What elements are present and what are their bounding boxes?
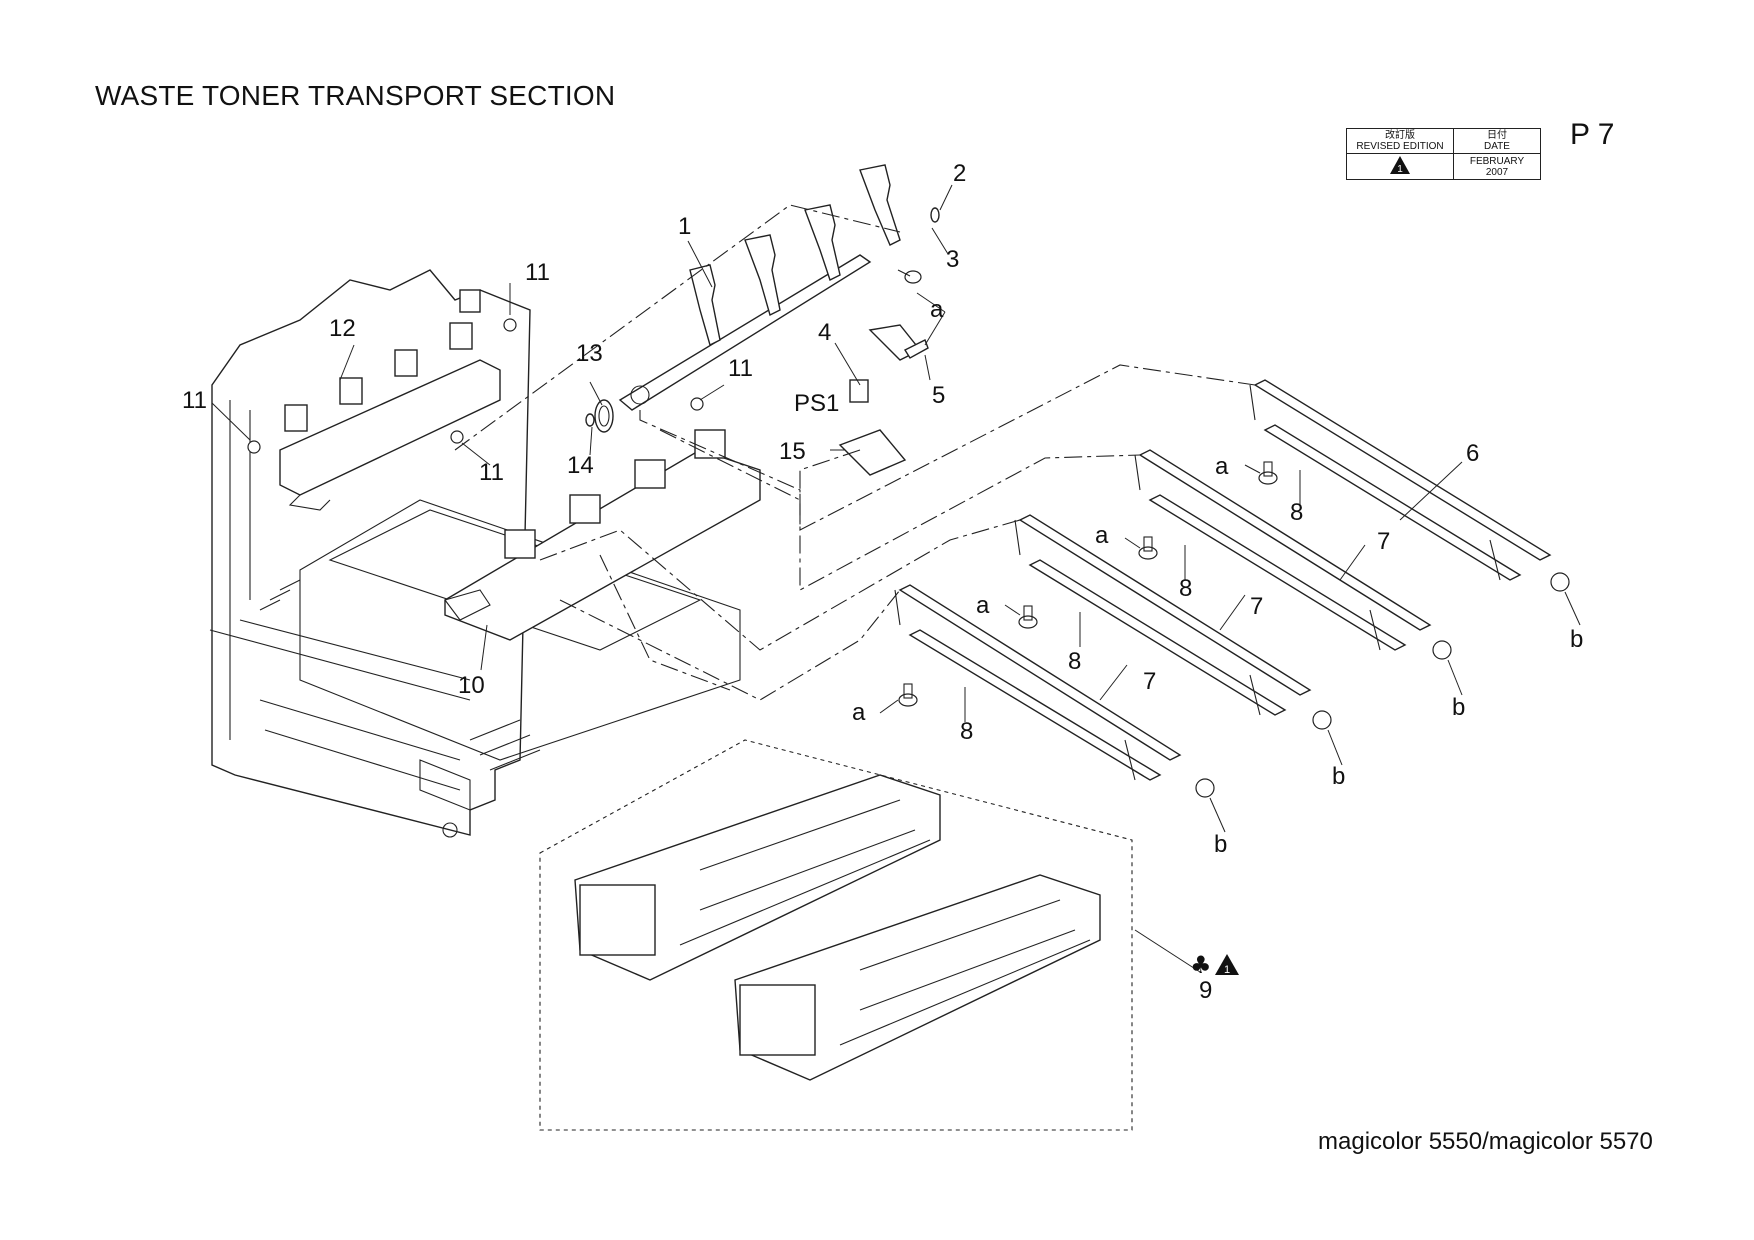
- screw-a-4: [898, 683, 918, 707]
- screw-b-1: [1550, 572, 1570, 592]
- date-month: FEBRUARY: [1469, 155, 1525, 167]
- page-title: WASTE TONER TRANSPORT SECTION: [95, 80, 616, 111]
- callout-5: 5: [932, 382, 945, 409]
- callout-2: 2: [953, 160, 966, 187]
- rail-set-3: [1014, 514, 1312, 716]
- callout-a-2: a: [1095, 522, 1109, 549]
- part-15-sensor-holder: [838, 429, 907, 476]
- revised-edition-en: REVISED EDITION: [1356, 141, 1444, 152]
- part-14-washer: [585, 413, 595, 427]
- screw-b-4: [1195, 778, 1215, 798]
- date-jp: 日付: [1487, 130, 1507, 141]
- callout-8b: 8: [1179, 575, 1192, 602]
- revised-edition-header: 改訂版 REVISED EDITION: [1346, 128, 1454, 154]
- callout-b-1: b: [1570, 626, 1583, 653]
- part-9-waste-toner-bottles: [539, 739, 1133, 1131]
- callout-a-3: a: [976, 592, 990, 619]
- revision-triangle-icon: 1: [1215, 954, 1239, 976]
- screw-b-2: [1432, 640, 1452, 660]
- callout-8d: 8: [960, 718, 973, 745]
- callout-a-4: a: [852, 699, 866, 726]
- date-year: 2007: [1485, 166, 1509, 178]
- callout-11b: 11: [182, 387, 207, 414]
- model-footer: magicolor 5550/magicolor 5570: [1318, 1128, 1653, 1155]
- screw-a-3: [1018, 605, 1038, 629]
- part-5-actuator: [868, 324, 929, 361]
- screw-a-top: [897, 269, 922, 284]
- callout-8c: 8: [1068, 648, 1081, 675]
- part-2-ring: [930, 207, 940, 223]
- revision-table: 改訂版 REVISED EDITION 日付 DATE 1 FEBRUARY 2…: [1346, 128, 1541, 180]
- svg-text:1: 1: [1224, 964, 1230, 976]
- callout-7a: 7: [1377, 528, 1390, 555]
- callout-a-top: a: [930, 296, 944, 323]
- screw-11-c: [450, 430, 464, 444]
- part-13-gear: [594, 399, 614, 433]
- callout-b-3: b: [1332, 763, 1345, 790]
- screw-b-3: [1312, 710, 1332, 730]
- date-header: 日付 DATE: [1453, 128, 1541, 154]
- callout-b-4: b: [1214, 831, 1227, 858]
- callout-4: 4: [818, 319, 831, 346]
- callout-6: 6: [1466, 440, 1479, 467]
- callout-7b: 7: [1250, 593, 1263, 620]
- callout-b-2: b: [1452, 694, 1465, 721]
- callout-7c: 7: [1143, 668, 1156, 695]
- callout-8a: 8: [1290, 499, 1303, 526]
- callout-labels: 1 2 3 4 5 6 7 7 7 8 8 8 8 9 10 11 11 11 …: [182, 160, 1583, 1004]
- rail-set-1: [1249, 379, 1552, 581]
- callout-11a: 11: [525, 259, 550, 286]
- rail-set-2: [1134, 449, 1432, 651]
- screw-11-b: [503, 318, 517, 332]
- part-10-transport-tray: [444, 429, 761, 641]
- svg-text:1: 1: [1397, 164, 1403, 175]
- callout-ps1: PS1: [794, 390, 839, 417]
- callout-9: 9: [1199, 977, 1212, 1004]
- rail-set-4: [894, 584, 1182, 781]
- page-number: P 7: [1570, 118, 1615, 151]
- screw-11-d: [690, 397, 704, 411]
- leader-lines: [211, 184, 1581, 973]
- screw-11-a: [247, 440, 261, 454]
- callout-11d: 11: [728, 355, 753, 382]
- callout-12: 12: [329, 315, 356, 342]
- callout-11c: 11: [479, 459, 504, 486]
- part-1-upper-transport: [618, 164, 901, 411]
- club-icon: ♣: [1190, 951, 1212, 979]
- callout-13: 13: [576, 340, 603, 367]
- date-cell: FEBRUARY 2007: [1453, 153, 1541, 180]
- callout-10: 10: [458, 672, 485, 699]
- part-4-photo-sensor: [849, 379, 869, 403]
- revised-edition-jp: 改訂版: [1385, 130, 1415, 141]
- part-12-bracket: [279, 289, 501, 511]
- callout-14: 14: [567, 452, 594, 479]
- guide-lines: [454, 204, 1256, 701]
- revision-triangle-icon: 1: [1390, 156, 1410, 175]
- screw-a-2: [1138, 536, 1158, 560]
- date-en: DATE: [1484, 141, 1510, 152]
- callout-15: 15: [779, 438, 806, 465]
- screw-a-1: [1258, 461, 1278, 485]
- callout-a-1: a: [1215, 453, 1229, 480]
- callout-3: 3: [946, 246, 959, 273]
- callout-1: 1: [678, 213, 691, 240]
- part-9-markers: ♣ 1: [1190, 951, 1239, 979]
